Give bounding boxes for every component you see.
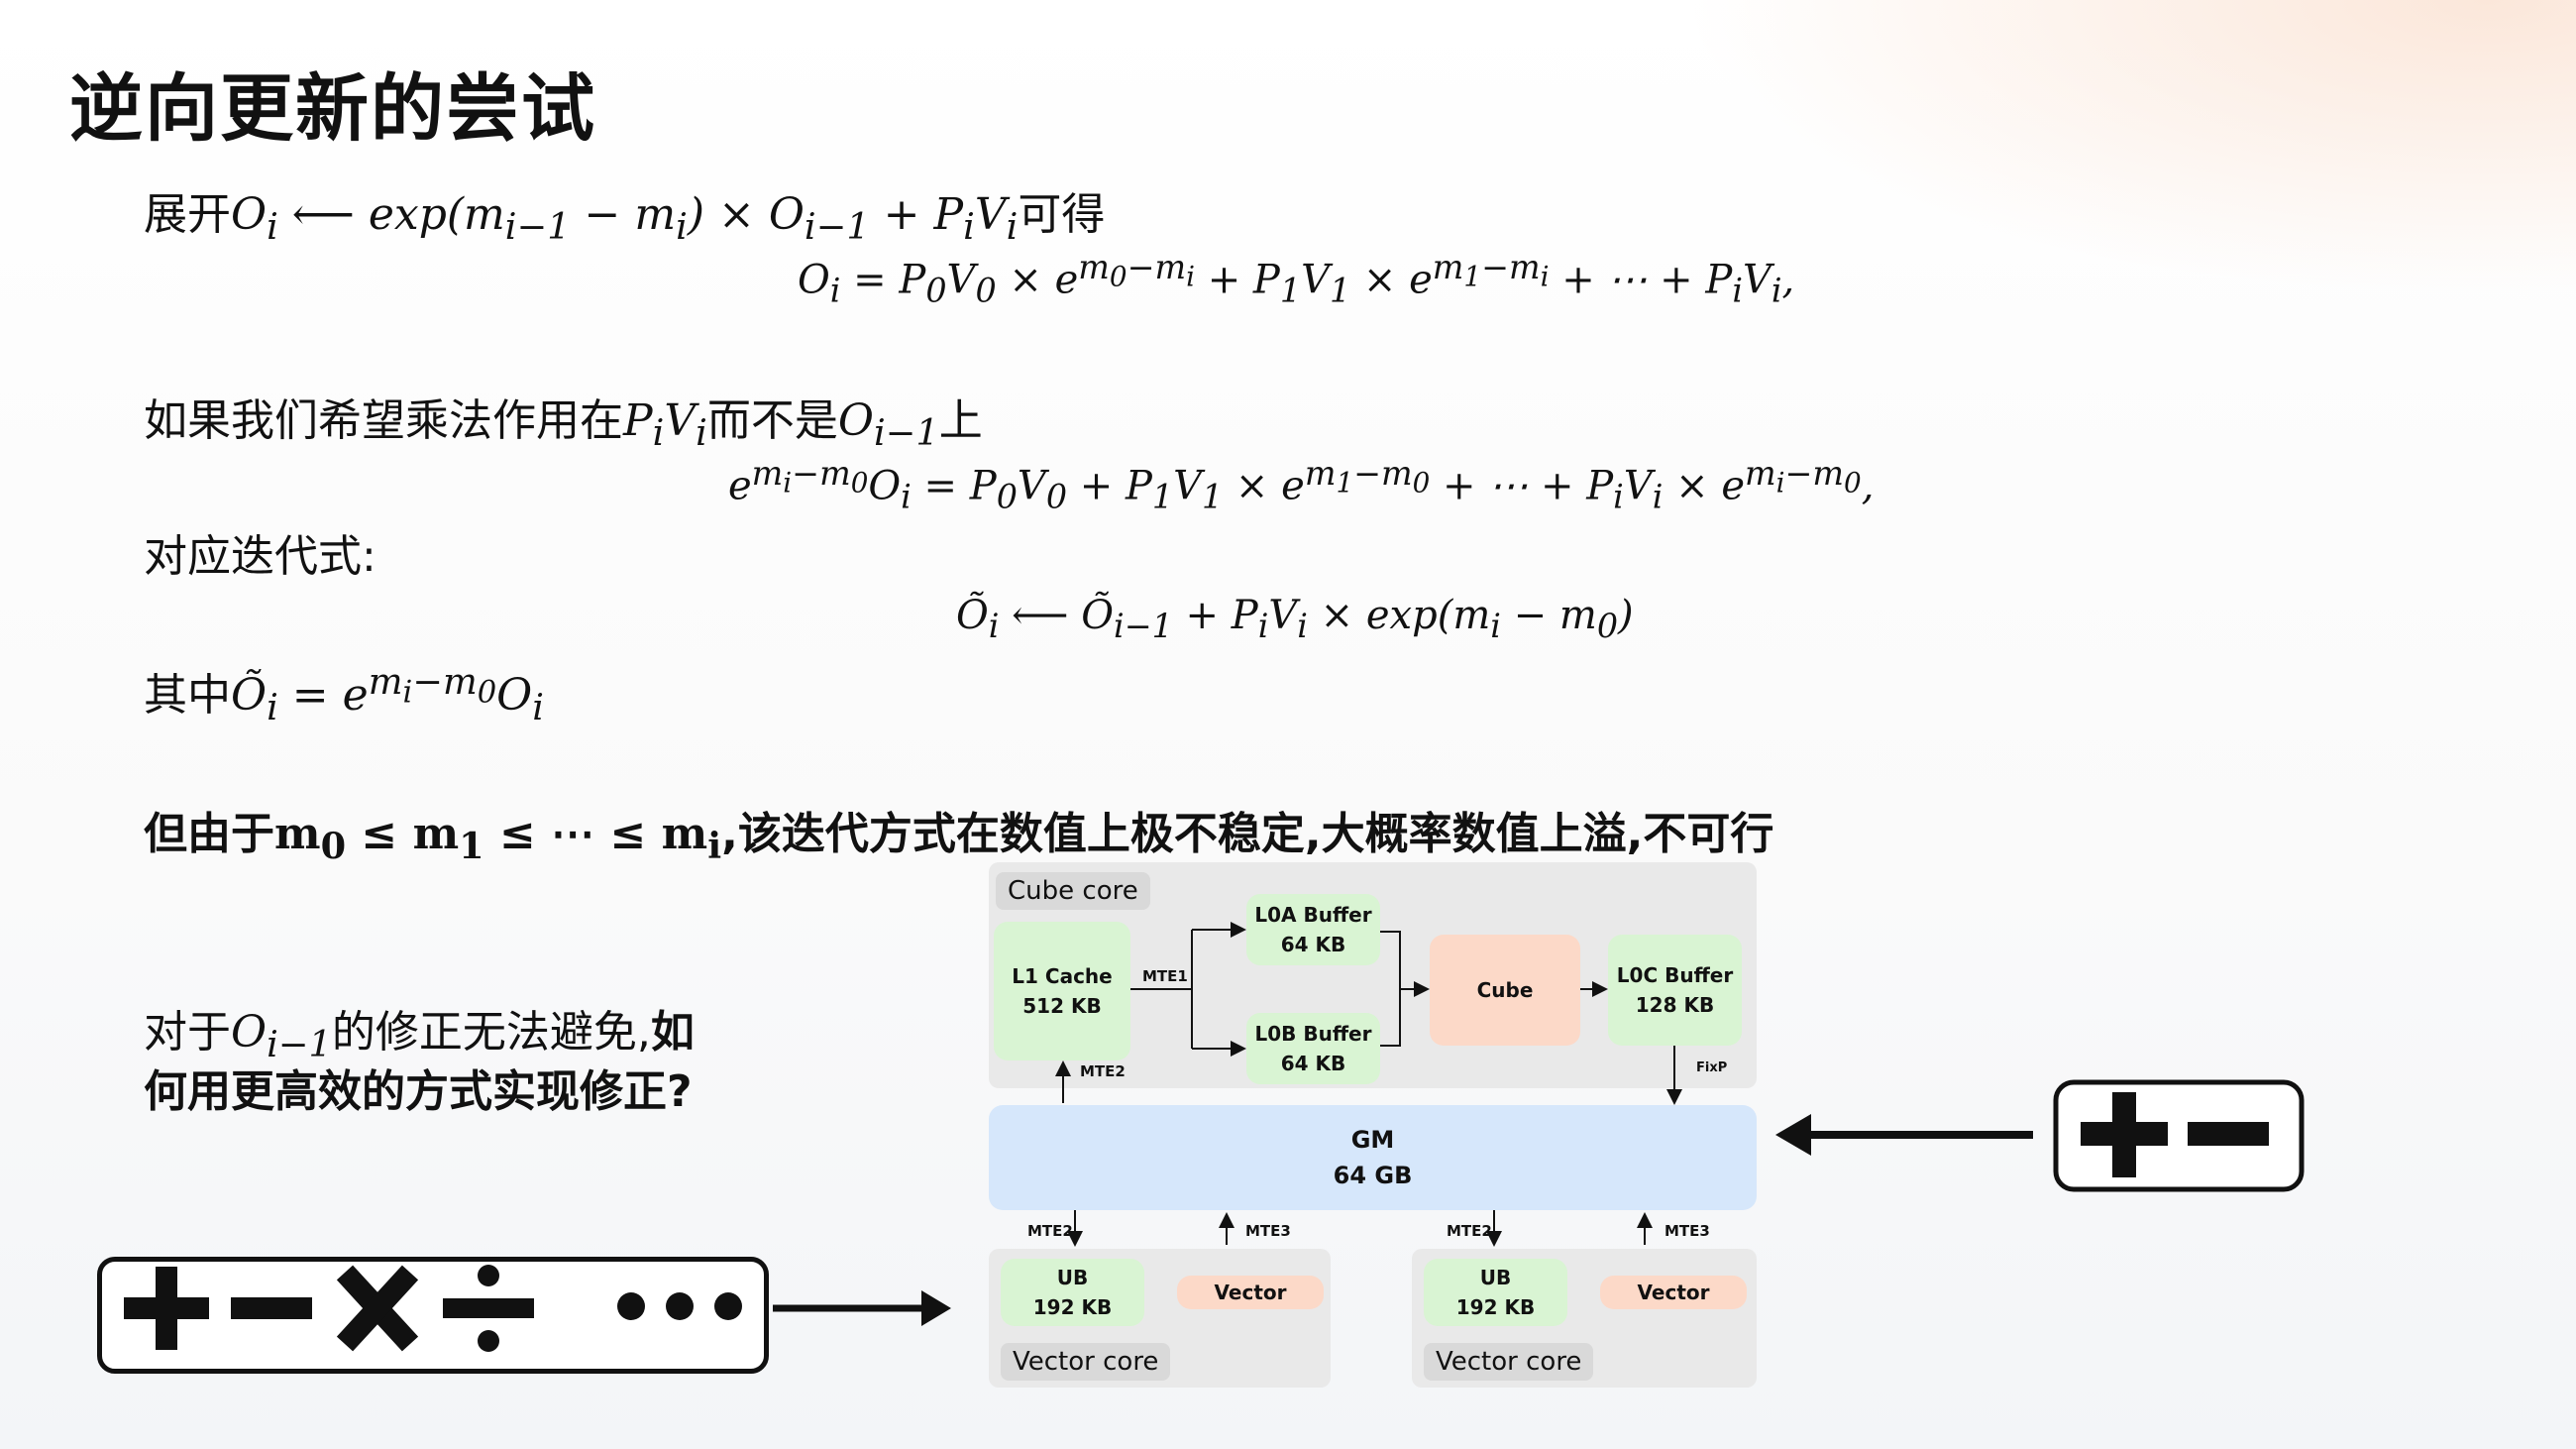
minus-icon xyxy=(2188,1122,2269,1146)
pv-term: PiVi xyxy=(623,395,707,454)
hope-prefix: 如果我们希望乘法作用在 xyxy=(144,395,623,446)
vector-label-2: Vector xyxy=(1637,1281,1710,1304)
vector-label-1: Vector xyxy=(1214,1281,1287,1304)
l1-cache-box: L1 Cache 512 KB xyxy=(994,922,1130,1060)
warning-formula: m0 ≤ m1 ≤ ⋯ ≤ mi xyxy=(274,809,722,867)
arrow-to-vector-core xyxy=(773,1290,951,1326)
question-formula: Oi−1 xyxy=(231,1007,332,1065)
definition-line: 其中Õi = emi−m0Oi xyxy=(144,659,544,728)
question-mid: 的修正无法避免, xyxy=(331,1007,651,1058)
mte1-label: MTE1 xyxy=(1142,967,1188,985)
o-prev-term: Oi−1 xyxy=(837,395,939,454)
definition-formula: Õi = emi−m0Oi xyxy=(231,660,544,728)
mte3-label-vec1: MTE3 xyxy=(1245,1222,1291,1240)
vector-core-label-1: Vector core xyxy=(1001,1343,1171,1381)
question-line1: 对于Oi−1的修正无法避免,如 xyxy=(144,996,695,1065)
l0c-buffer-box: L0C Buffer 128 KB xyxy=(1608,935,1742,1046)
hope-line: 如果我们希望乘法作用在PiVi而不是Oi−1上 xyxy=(144,385,983,454)
mte3-label-vec2: MTE3 xyxy=(1664,1222,1710,1240)
l0c-buffer-size: 128 KB xyxy=(1635,993,1715,1017)
ub-box-1: UB 192 KB xyxy=(1001,1259,1144,1326)
iteration-label: 对应迭代式: xyxy=(144,531,376,582)
l0b-buffer-name: L0B Buffer xyxy=(1254,1022,1372,1046)
plus-icon xyxy=(2081,1092,2168,1177)
vector-core-label-2: Vector core xyxy=(1424,1343,1594,1381)
warning-suffix: ,该迭代方式在数值上极不稳定,大概率数值上溢,不可行 xyxy=(721,809,1774,859)
question-line2: 何用更高效的方式实现修正? xyxy=(144,1066,693,1117)
ub-name-1: UB xyxy=(1056,1266,1089,1289)
page-title: 逆向更新的尝试 xyxy=(69,66,596,152)
l1-cache-size: 512 KB xyxy=(1022,994,1102,1018)
warning-prefix: 但由于 xyxy=(144,809,274,859)
l0c-buffer-name: L0C Buffer xyxy=(1616,963,1734,987)
mte2-label-vec2: MTE2 xyxy=(1447,1222,1492,1240)
plus-icon xyxy=(124,1267,209,1350)
vector-unit-2: Vector xyxy=(1600,1276,1747,1309)
vector-unit-1: Vector xyxy=(1177,1276,1324,1309)
question-bold-start: 如 xyxy=(650,1007,695,1058)
l0a-buffer-name: L0A Buffer xyxy=(1254,903,1372,927)
gm-size: 64 GB xyxy=(1333,1162,1413,1189)
divide-icon xyxy=(443,1265,534,1352)
equation-iteration: Õi ⟵ Õi−1 + PiVi × exp(mi − m0) xyxy=(956,593,1634,645)
arrow-to-gm xyxy=(1775,1114,2033,1156)
ub-box-2: UB 192 KB xyxy=(1424,1259,1567,1326)
definition-prefix: 其中 xyxy=(144,670,231,721)
gm-box: GM 64 GB xyxy=(989,1105,1757,1210)
equation-expanded: Oi = P0V0 × em0−mi + P1V1 × em1−mi + ⋯ +… xyxy=(798,248,1795,310)
hope-suffix: 上 xyxy=(938,395,983,446)
l0b-buffer-box: L0B Buffer 64 KB xyxy=(1246,1013,1380,1084)
cube-unit-box: Cube xyxy=(1430,935,1580,1046)
equation-scaled: emi−m0Oi = P0V0 + P1V1 × em1−m0 + ⋯ + Pi… xyxy=(728,454,1875,516)
cube-core-label: Cube core xyxy=(996,872,1150,910)
expand-line: 展开Oi ⟵ exp(mi−1 − mi) × Oi−1 + PiVi可得 xyxy=(144,178,1105,248)
l0a-buffer-box: L0A Buffer 64 KB xyxy=(1246,894,1380,965)
multiply-icon xyxy=(336,1265,419,1352)
ellipsis-icon xyxy=(617,1292,742,1320)
ub-size-1: 192 KB xyxy=(1032,1295,1113,1319)
fixp-label: FixP xyxy=(1696,1060,1728,1075)
gm-name: GM xyxy=(1350,1126,1395,1154)
question-prefix: 对于 xyxy=(144,1007,231,1058)
expand-suffix: 可得 xyxy=(1018,189,1106,240)
mte2-label-vec1: MTE2 xyxy=(1027,1222,1073,1240)
recurrence-formula: Oi ⟵ exp(mi−1 − mi) × Oi−1 + PiVi xyxy=(231,189,1019,248)
instability-warning: 但由于m0 ≤ m1 ≤ ⋯ ≤ mi,该迭代方式在数值上极不稳定,大概率数值上… xyxy=(144,798,1773,867)
cube-unit-label: Cube xyxy=(1476,978,1534,1002)
ub-size-2: 192 KB xyxy=(1455,1295,1536,1319)
l0b-buffer-size: 64 KB xyxy=(1280,1052,1346,1075)
hope-mid: 而不是 xyxy=(706,395,838,446)
l1-cache-name: L1 Cache xyxy=(1012,964,1113,988)
l0a-buffer-size: 64 KB xyxy=(1280,933,1346,956)
ub-name-2: UB xyxy=(1479,1266,1512,1289)
mte2-label-cube: MTE2 xyxy=(1080,1062,1126,1080)
background-glow xyxy=(1684,0,2576,297)
expand-prefix: 展开 xyxy=(144,189,231,240)
minus-icon xyxy=(231,1297,312,1319)
